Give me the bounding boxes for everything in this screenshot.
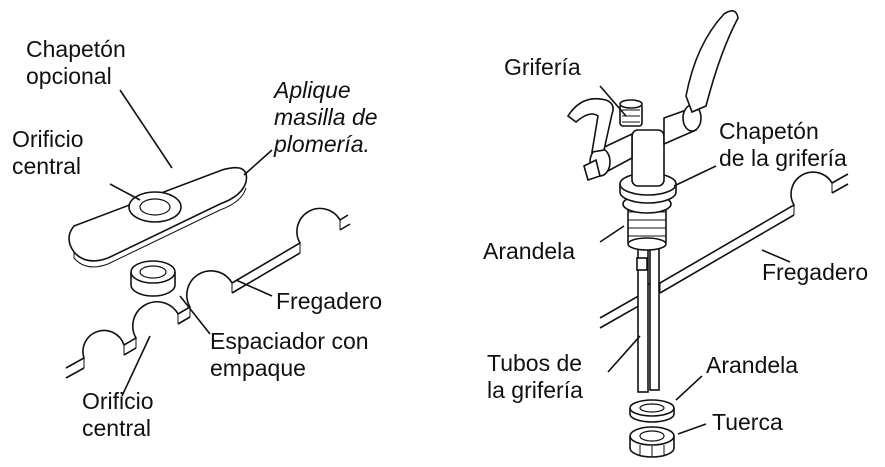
optional-escutcheon-plate [68,166,248,268]
label-chapeton-griferia: Chapetón de la grifería [719,118,847,172]
label-arandela-bottom: Arandela [706,352,798,379]
leader-tubos [607,335,641,373]
leader-fregadero-right [761,249,791,263]
label-espaciador: Espaciador con empaque [210,328,369,382]
faucet-body [589,99,702,187]
label-arandela-top: Arandela [483,238,575,265]
label-line: empaque [210,355,306,381]
leader-fregadero-left [235,279,273,297]
left-lever-handle [566,97,614,182]
label-line: Tuerca [712,409,783,435]
label-line: la grifería [487,377,583,403]
right-lever-handle [685,10,739,114]
label-line: Orificio [12,126,84,152]
spacer-with-gasket [130,260,176,297]
label-line: Arandela [706,352,799,378]
left-sink-edge [65,207,351,379]
label-line: Arandela [483,238,576,264]
label-griferia: Grifería [504,54,581,81]
faucet-tubes [636,233,660,393]
label-fregadero-left: Fregadero [276,288,382,315]
label-line: Chapetón [719,118,819,144]
leader-arandela-bottom [675,375,703,401]
label-aplique-masilla: Aplique masilla de plomería. [274,77,378,158]
label-line: de la grifería [719,145,847,171]
leader-chapeton-opcional [119,89,173,169]
leader-espaciador [179,295,211,335]
bottom-washer [629,399,675,423]
label-line: Fregadero [276,288,383,314]
label-line: Aplique [274,77,351,103]
leader-orificio-central-top [109,183,141,201]
label-line: plomería. [274,131,370,157]
label-tubos: Tubos de la grifería [487,350,583,404]
leader-aplique-masilla [243,149,273,176]
label-line: central [82,415,152,441]
leader-chapeton-griferia [673,165,717,187]
leader-orificio-central-bottom [121,335,151,397]
leader-tuerca [677,423,707,435]
nut [629,426,675,458]
label-chapeton-opcional: Chapetón opcional [26,36,126,90]
label-line: Fregadero [762,259,869,285]
label-orificio-central-top: Orificio central [12,126,84,180]
label-line: central [12,153,82,179]
faucet-shank [622,194,672,251]
label-fregadero-right: Fregadero [762,259,868,286]
label-orificio-central-bottom: Orificio central [82,388,154,442]
label-line: Espaciador con [210,328,369,354]
label-line: Tubos de [487,350,583,376]
label-line: Chapetón [26,36,126,62]
label-line: Grifería [504,54,581,80]
label-line: Orificio [82,388,154,414]
leader-arandela-top [599,225,625,243]
leader-griferia [599,85,627,117]
label-tuerca: Tuerca [712,409,783,436]
label-line: masilla de [274,104,378,130]
label-line: opcional [26,63,112,89]
